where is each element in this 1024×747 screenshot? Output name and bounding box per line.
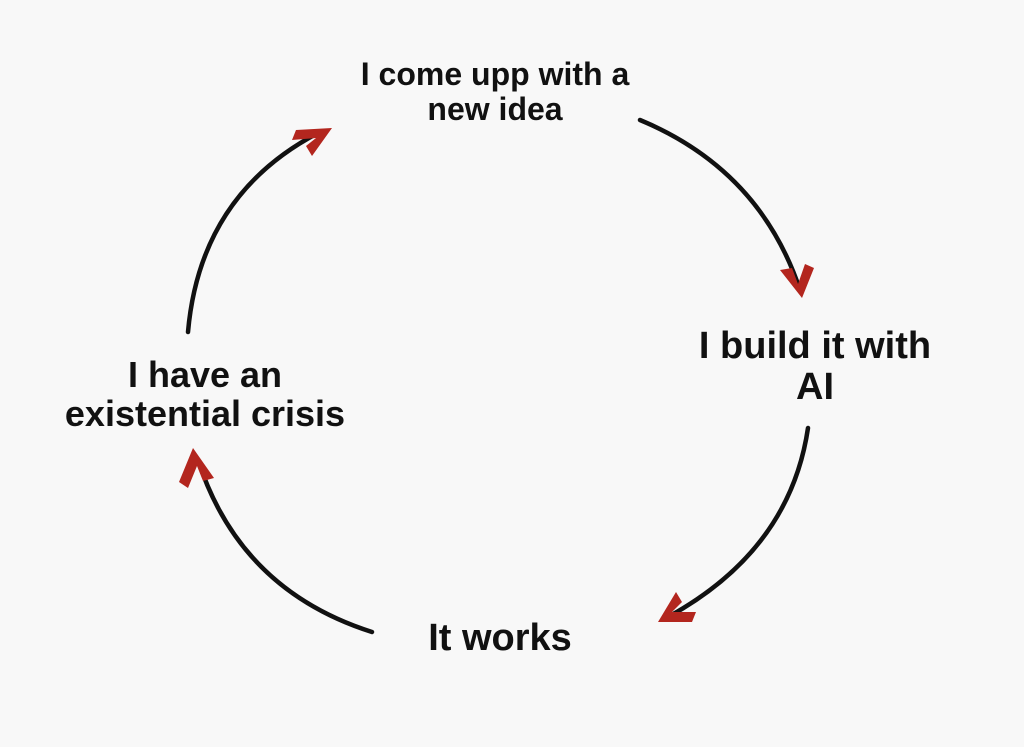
node-it-works-label: It works — [380, 617, 620, 659]
arrow-idea-to-build-line — [637, 117, 803, 293]
node-it-works-line-1: It works — [428, 617, 572, 659]
arrow-idea-to-build — [637, 117, 814, 298]
arrow-crisis-to-idea — [185, 128, 332, 335]
node-crisis-line-1: I have an — [127, 354, 283, 395]
arrow-idea-to-build-head — [780, 264, 814, 298]
node-crisis-line-2: existential crisis — [64, 392, 346, 434]
arrow-build-to-works — [658, 425, 811, 622]
node-crisis-label: I have an existential crisis — [30, 354, 380, 434]
arrow-works-to-crisis — [179, 448, 375, 635]
node-new-idea-label: I come upp with a new idea — [300, 57, 690, 126]
arrow-build-to-works-head — [658, 592, 696, 622]
arrow-build-to-works-line — [665, 425, 811, 620]
arrow-works-to-crisis-head — [179, 448, 214, 488]
node-new-idea-line-2: new idea — [427, 90, 563, 127]
node-build-ai-line-1: I build it with — [698, 325, 932, 367]
arrow-crisis-to-idea-head — [292, 128, 332, 156]
node-build-ai-label: I build it with AI — [660, 325, 970, 409]
node-new-idea-line-1: I come upp with a — [360, 56, 630, 92]
arrow-crisis-to-idea-line — [185, 130, 321, 335]
node-build-ai-line-2: AI — [796, 366, 834, 409]
arrow-works-to-crisis-line — [195, 457, 375, 635]
